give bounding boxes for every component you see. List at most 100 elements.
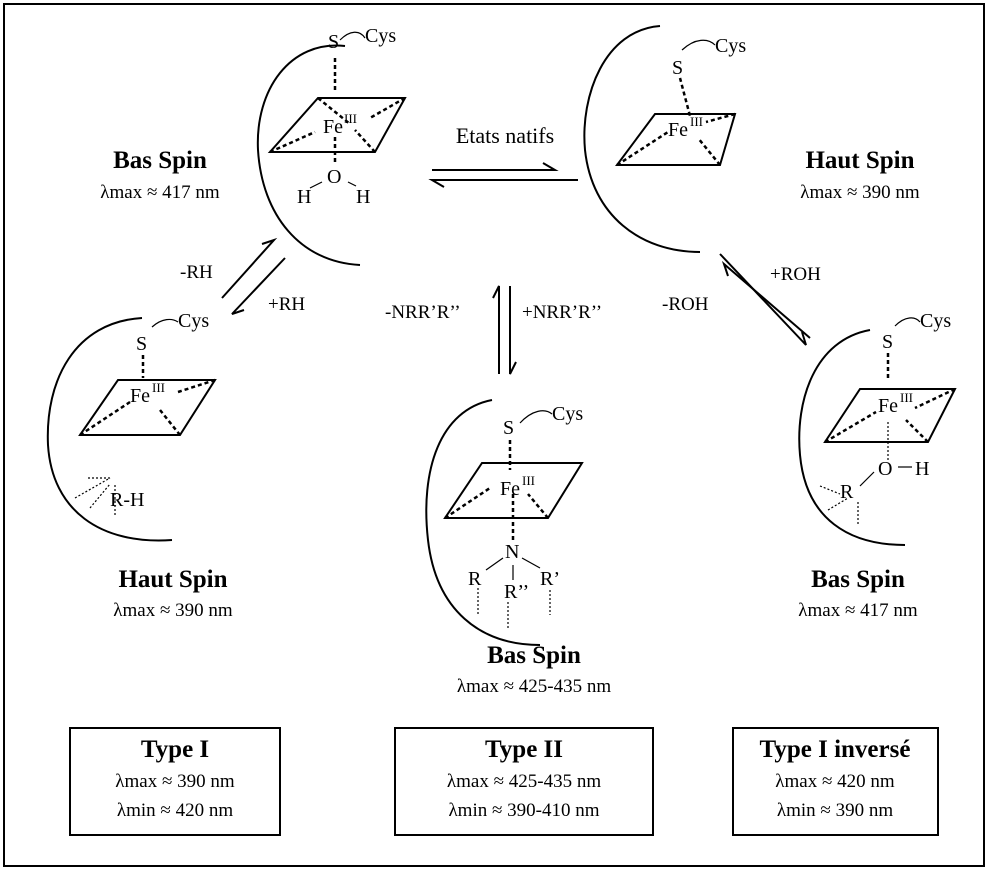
h-atom: H	[356, 186, 370, 208]
arrow-minus-roh	[721, 260, 811, 339]
state-title: Bas Spin	[811, 566, 905, 593]
type-box-lambda-min: λmin ≈ 390 nm	[777, 800, 893, 821]
type-box-title: Type II	[485, 736, 563, 763]
pocket-contact	[819, 485, 841, 495]
type-i-box: Type I λmax ≈ 390 nm λmin ≈ 420 nm	[69, 727, 281, 836]
fe-oxidation-state: III	[690, 114, 703, 129]
fe-atom: Fe	[323, 116, 343, 138]
n-r-bond	[521, 557, 541, 569]
fe-n-bond	[354, 129, 376, 153]
arrow-plus-amine	[509, 286, 517, 375]
reverse-arrow	[428, 179, 578, 188]
amine-minus-label: -NRR’R’’	[385, 302, 461, 323]
fe-n-bond	[444, 486, 491, 520]
type-box-lambda-min: λmin ≈ 420 nm	[117, 800, 233, 821]
state-title: Haut Spin	[805, 147, 914, 174]
cys-label: Cys	[365, 25, 396, 47]
s-atom: S	[882, 331, 893, 353]
type-box-border	[732, 727, 939, 836]
protein-pocket	[425, 399, 541, 646]
cys-chain	[681, 39, 716, 51]
cys-chain	[894, 317, 921, 327]
s-atom: S	[503, 417, 514, 439]
pocket-contact	[74, 477, 111, 499]
fe-n-bond	[905, 419, 929, 443]
o-r-bond	[859, 471, 875, 487]
state-title: Haut Spin	[118, 566, 227, 593]
fe-n-bond	[697, 137, 721, 166]
arrow-minus-amine	[492, 285, 500, 374]
n-r-bond	[485, 557, 504, 571]
h-atom: H	[297, 186, 311, 208]
cys-label: Cys	[715, 35, 746, 57]
state-lambda: λmax ≈ 425-435 nm	[457, 676, 611, 697]
type-box-border	[394, 727, 654, 836]
s-atom: S	[328, 31, 339, 53]
n-atom: N	[505, 541, 519, 563]
protein-pocket	[256, 44, 361, 266]
type-ii-box: Type II λmax ≈ 425-435 nm λmin ≈ 390-410…	[394, 727, 654, 836]
state-title: Bas Spin	[487, 642, 581, 669]
r-group: R	[840, 481, 854, 503]
amine-plus-label: +NRR’R’’	[522, 302, 602, 323]
cys-chain	[339, 31, 366, 41]
fe-atom: Fe	[130, 385, 150, 407]
r-prime-group: R’	[540, 568, 560, 590]
fe-oxidation-state: III	[152, 380, 165, 395]
cys-chain	[519, 410, 553, 424]
protein-pocket	[46, 317, 173, 542]
fe-atom: Fe	[500, 478, 520, 500]
cys-label: Cys	[920, 310, 951, 332]
s-atom: S	[136, 333, 147, 355]
o-h-bond	[309, 181, 323, 189]
fe-n-bond	[79, 400, 131, 437]
fe-n-bond	[159, 409, 181, 436]
cys-label: Cys	[552, 403, 583, 425]
state-lambda: λmax ≈ 390 nm	[113, 600, 233, 621]
state-lambda: λmax ≈ 390 nm	[800, 182, 920, 203]
s-atom: S	[672, 57, 683, 79]
cys-chain	[151, 318, 179, 328]
o-atom: O	[878, 458, 892, 480]
heme-top-right: S Cys Fe III	[583, 25, 746, 253]
type-box-lambda-max: λmax ≈ 425-435 nm	[447, 771, 601, 792]
type-box-lambda-max: λmax ≈ 390 nm	[115, 771, 235, 792]
cys-label: Cys	[178, 310, 209, 332]
state-lambda: λmax ≈ 417 nm	[798, 600, 918, 621]
fe-atom: Fe	[878, 395, 898, 417]
r-group: R	[468, 568, 482, 590]
heme-bottom-left: S Cys Fe III R-H	[46, 310, 217, 542]
state-lambda: λmax ≈ 417 nm	[100, 182, 220, 203]
fe-oxidation-state: III	[522, 473, 535, 488]
heme-top-left: S Cys Fe III O H H	[256, 25, 407, 266]
state-title: Bas Spin	[113, 147, 207, 174]
roh-minus-label: -ROH	[662, 294, 709, 315]
type-box-title: Type I inversé	[760, 736, 911, 763]
fe-oxidation-state: III	[900, 390, 913, 405]
type-i-inverse-box: Type I inversé λmax ≈ 420 nm λmin ≈ 390 …	[732, 727, 939, 836]
type-box-lambda-min: λmin ≈ 390-410 nm	[448, 800, 599, 821]
s-fe-bond	[678, 77, 692, 117]
o-atom: O	[327, 166, 341, 188]
fe-n-bond	[616, 130, 669, 167]
equilibrium-label: Etats natifs	[456, 123, 554, 148]
fe-n-bond	[914, 387, 956, 410]
fe-n-bond	[705, 112, 736, 124]
type-box-title: Type I	[141, 736, 209, 763]
fe-atom: Fe	[668, 119, 688, 141]
type-box-lambda-max: λmax ≈ 420 nm	[775, 771, 895, 792]
protein-pocket	[798, 329, 906, 546]
forward-arrow	[432, 162, 559, 171]
heme-bottom-middle: S Cys Fe III N R R’’ R’	[425, 399, 584, 646]
protein-pocket	[583, 25, 701, 253]
fe-oxidation-state: III	[344, 111, 357, 126]
h-atom: H	[915, 458, 929, 480]
o-h-bond	[347, 181, 357, 187]
type-box-border	[69, 727, 281, 836]
roh-plus-label: +ROH	[770, 264, 821, 285]
r-double-prime-group: R’’	[504, 581, 529, 603]
arrow-minus-rh	[221, 237, 278, 299]
substrate-rh: R-H	[110, 489, 144, 511]
fe-n-bond	[824, 410, 877, 444]
